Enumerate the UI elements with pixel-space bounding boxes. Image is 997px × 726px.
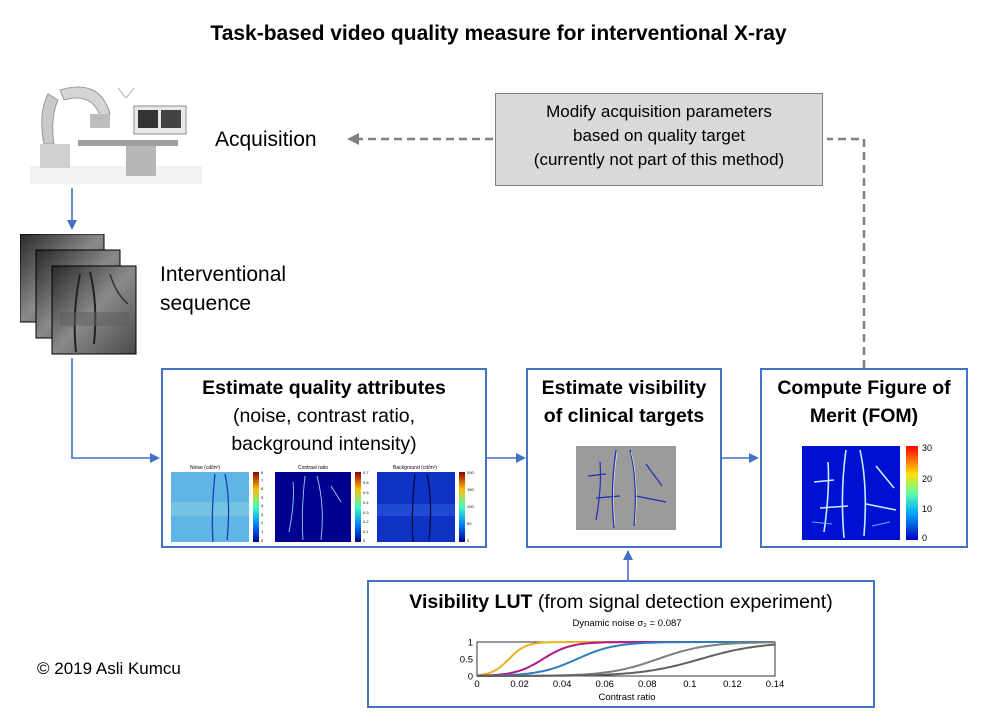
fom-line2: Merit (FOM) [809, 405, 919, 427]
copyright: © 2019 Asli Kumcu [37, 659, 181, 678]
svg-text:0: 0 [261, 538, 264, 543]
lut-x-tick: 0.12 [723, 679, 742, 690]
visibility-lut-box: Visibility LUT (from signal detection ex… [367, 580, 875, 708]
background-panel-title: Background (cd/m²) [393, 465, 437, 471]
background-colorbar-ticks: 200 150 100 50 0 [467, 470, 474, 543]
lut-curve-3 [477, 641, 775, 677]
svg-text:20: 20 [922, 474, 932, 484]
sequence-label-line2: sequence [160, 292, 252, 315]
fom-line1: Compute Figure of [777, 377, 951, 399]
lut-x-tick: 0.08 [638, 679, 657, 690]
lut-x-tick: 0.1 [683, 679, 696, 690]
diagram-title: Task-based video quality measure for int… [210, 22, 787, 45]
svg-text:10: 10 [922, 504, 932, 514]
svg-text:7: 7 [261, 478, 264, 483]
estimate-visibility-box: Estimate visibility of clinical targets [526, 368, 722, 548]
lut-plot-title: Dynamic noise σ₂ = 0.087 [572, 618, 681, 629]
svg-text:3: 3 [261, 512, 264, 517]
fom-map: 30 20 10 0 [802, 443, 932, 542]
svg-text:1: 1 [261, 529, 264, 534]
estimate-quality-line3: background intensity) [231, 433, 417, 455]
c-arm-drawing [30, 86, 202, 184]
arrow-seq-to-quality [71, 358, 160, 463]
lut-y-tick: 1 [468, 638, 473, 649]
estimate-quality-box: Estimate quality attributes (noise, cont… [161, 368, 487, 548]
lut-x-ticks: 0 0.02 0.04 0.06 0.08 0.1 0.12 0.14 [474, 679, 784, 690]
svg-text:0.5: 0.5 [363, 490, 369, 495]
modify-line2: based on quality target [572, 126, 745, 145]
lut-y-ticks: 10.50 [460, 638, 473, 683]
svg-text:100: 100 [467, 504, 474, 509]
lut-x-tick: 0 [474, 679, 479, 690]
dashed-fom-to-modify [827, 137, 866, 368]
modify-parameters-box: Modify acquisition parameters based on q… [495, 93, 823, 186]
lut-y-tick: 0 [468, 672, 473, 683]
visibility-map [576, 446, 676, 530]
svg-text:200: 200 [467, 470, 474, 475]
svg-text:0: 0 [363, 538, 366, 543]
noise-panel-title: Noise (cd/m²) [190, 465, 220, 471]
lut-xlabel: Contrast ratio [598, 692, 655, 703]
modify-line3: (currently not part of this method) [533, 150, 785, 169]
lut-curve-5 [477, 643, 776, 677]
svg-text:0: 0 [922, 533, 927, 542]
estimate-quality-line2: (noise, contrast ratio, [232, 405, 416, 427]
fom-box: Compute Figure of Merit (FOM) 30 20 10 0 [760, 368, 968, 548]
svg-text:0.6: 0.6 [363, 480, 369, 485]
svg-text:5: 5 [261, 495, 264, 500]
lut-x-tick: 0.02 [510, 679, 529, 690]
svg-text:150: 150 [467, 487, 474, 492]
fom-colorbar-ticks: 30 20 10 0 [922, 443, 932, 542]
svg-text:0.1: 0.1 [363, 529, 369, 534]
svg-text:0.7: 0.7 [363, 470, 369, 475]
estimate-visibility-line1: Estimate visibility [541, 377, 707, 399]
sequence-frames [20, 234, 140, 356]
noise-colorbar-ticks: 8 7 6 5 4 3 2 1 0 [261, 470, 264, 543]
lut-title-rest: (from signal detection experiment) [532, 591, 833, 613]
lut-x-tick: 0.06 [595, 679, 614, 690]
svg-text:0.4: 0.4 [363, 500, 369, 505]
lut-curves [476, 641, 776, 677]
svg-text:2: 2 [261, 520, 264, 525]
lut-x-tick: 0.14 [766, 679, 785, 690]
svg-text:6: 6 [261, 486, 264, 491]
xray-frame-stack [20, 234, 137, 355]
lut-y-tick: 0.5 [460, 655, 473, 666]
contrast-colorbar-ticks: 0.7 0.6 0.5 0.4 0.3 0.2 0.1 0 [363, 470, 369, 543]
lut-title-bold: Visibility LUT [409, 591, 533, 613]
svg-text:0.3: 0.3 [363, 510, 369, 515]
lut-x-tick: 0.04 [553, 679, 572, 690]
modify-line1: Modify acquisition parameters [546, 102, 772, 121]
estimate-quality-title: Estimate quality attributes [202, 377, 446, 399]
svg-text:0: 0 [467, 538, 470, 543]
sequence-label-line1: Interventional [160, 263, 287, 286]
svg-text:30: 30 [922, 443, 932, 453]
quality-maps: Noise (cd/m²) 8 7 6 5 4 3 2 1 0 Contrast… [171, 465, 474, 543]
svg-text:8: 8 [261, 470, 264, 475]
estimate-visibility-line2: of clinical targets [543, 405, 705, 427]
c-arm-illustration [30, 84, 202, 184]
svg-text:0.2: 0.2 [363, 519, 369, 524]
contrast-map [275, 472, 351, 542]
svg-text:4: 4 [261, 503, 264, 508]
svg-text:50: 50 [467, 521, 472, 526]
acquisition-label: Acquisition [215, 128, 317, 151]
contrast-panel-title: Contrast ratio [298, 465, 328, 471]
